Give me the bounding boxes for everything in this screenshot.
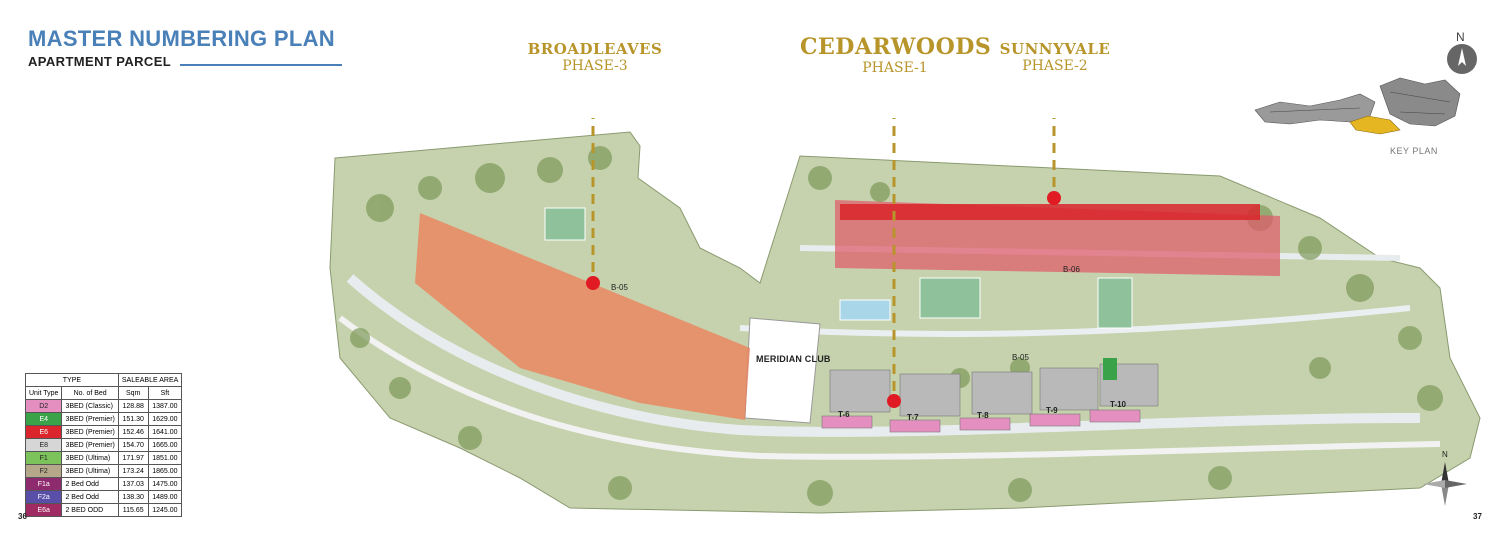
phase-sunnyvale-heading: SUNNYVALE PHASE-2 xyxy=(990,40,1120,74)
compass-icon xyxy=(1447,44,1477,74)
legend-header-saleable-area: SALEABLE AREA xyxy=(117,373,183,387)
legend-no-of-bed: 3BED (Classic) xyxy=(61,399,119,413)
legend-sft: 1387.00 xyxy=(147,399,183,413)
legend-sft: 1245.00 xyxy=(147,503,183,517)
tower-label: T-10 xyxy=(1110,400,1127,409)
key-plan-map xyxy=(1254,77,1461,135)
legend-unit-type: F1 xyxy=(24,451,63,465)
tower-label: T-7 xyxy=(907,413,919,422)
legend-unit-type: D2 xyxy=(24,399,63,413)
legend-header-sqm: Sqm xyxy=(117,386,149,400)
legend-no-of-bed: 2 Bed Odd xyxy=(61,477,119,491)
legend-header-unit-type: Unit Type xyxy=(24,386,63,400)
legend-sft: 1629.00 xyxy=(147,412,183,426)
legend-no-of-bed: 3BED (Ultima) xyxy=(61,451,119,465)
page-title: MASTER NUMBERING PLAN xyxy=(28,26,335,51)
legend-sqm: 154.70 xyxy=(117,438,149,452)
legend-sft: 1665.00 xyxy=(147,438,183,452)
phase-number: PHASE-3 xyxy=(562,58,628,74)
legend-header-no-of-bed: No. of Bed xyxy=(61,386,119,400)
legend-sqm: 171.97 xyxy=(117,451,149,465)
block-label: B-05 xyxy=(611,283,628,292)
north-label: N xyxy=(1442,450,1448,459)
legend-header-sft: Sft xyxy=(147,386,183,400)
legend-sqm: 138.30 xyxy=(117,490,149,504)
legend-sft: 1489.00 xyxy=(147,490,183,504)
north-arrow-icon xyxy=(1423,462,1467,506)
unit-type-legend-table: TYPE SALEABLE AREA Unit Type No. of Bed … xyxy=(24,373,183,517)
meridian-club-label: MERIDIAN CLUB xyxy=(756,354,831,364)
legend-no-of-bed: 2 Bed Odd xyxy=(61,490,119,504)
legend-header-row: TYPE SALEABLE AREA xyxy=(25,373,183,387)
phase-name: SUNNYVALE xyxy=(999,40,1111,58)
compass-north-label: N xyxy=(1456,30,1465,44)
legend-unit-type: E6a xyxy=(24,503,63,517)
tower-label: T-6 xyxy=(838,410,850,419)
legend-no-of-bed: 3BED (Ultima) xyxy=(61,464,119,478)
legend-unit-type: F1a xyxy=(24,477,63,491)
key-plan-label: KEY PLAN xyxy=(1390,146,1438,156)
legend-unit-type: F2 xyxy=(24,464,63,478)
phase-cedarwoods-heading: CEDARWOODS PHASE-1 xyxy=(800,34,992,76)
legend-sqm: 128.88 xyxy=(117,399,149,413)
legend-unit-type: F2a xyxy=(24,490,63,504)
legend-sft: 1475.00 xyxy=(147,477,183,491)
legend-no-of-bed: 3BED (Premier) xyxy=(61,425,119,439)
legend-header-type: TYPE xyxy=(25,373,119,387)
tower-label: T-8 xyxy=(977,411,989,420)
legend-sft: 1851.00 xyxy=(147,451,183,465)
phase-number: PHASE-1 xyxy=(862,60,928,76)
legend-sqm: 151.30 xyxy=(117,412,149,426)
phase-broadleaves-heading: BROADLEAVES PHASE-3 xyxy=(520,40,670,74)
phase-name: CEDARWOODS xyxy=(800,34,992,60)
legend-sqm: 152.46 xyxy=(117,425,149,439)
legend-sqm: 173.24 xyxy=(117,464,149,478)
title-underline xyxy=(180,64,342,66)
block-label: B-05 xyxy=(1012,353,1029,362)
phase-number: PHASE-2 xyxy=(1022,58,1088,74)
legend-no-of-bed: 3BED (Premier) xyxy=(61,438,119,452)
block-label: B-06 xyxy=(1063,265,1080,274)
page-number-left: 36 xyxy=(18,512,27,521)
phase-name: BROADLEAVES xyxy=(527,40,663,58)
page-number-right: 37 xyxy=(1473,512,1482,521)
legend-no-of-bed: 3BED (Premier) xyxy=(61,412,119,426)
legend-unit-type: E8 xyxy=(24,438,63,452)
legend-unit-type: E4 xyxy=(24,412,63,426)
legend-subheader-row: Unit Type No. of Bed Sqm Sft xyxy=(24,386,183,400)
legend-sqm: 137.03 xyxy=(117,477,149,491)
legend-no-of-bed: 2 BED ODD xyxy=(61,503,119,517)
legend-unit-type: E6 xyxy=(24,425,63,439)
tower-label: T-9 xyxy=(1046,406,1058,415)
legend-sft: 1641.00 xyxy=(147,425,183,439)
site-plan-map xyxy=(329,118,1481,514)
legend-sft: 1865.00 xyxy=(147,464,183,478)
page-subtitle: APARTMENT PARCEL xyxy=(28,54,172,69)
legend-sqm: 115.65 xyxy=(117,503,149,517)
